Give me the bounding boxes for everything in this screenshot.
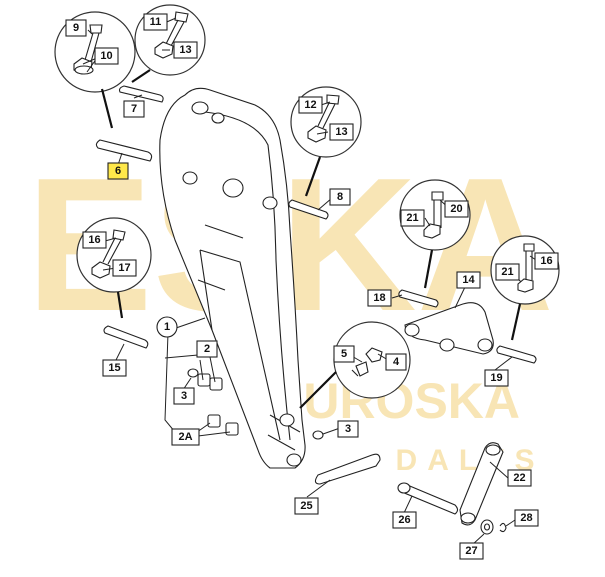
svg-text:14: 14 — [462, 274, 475, 286]
label-12: 12 — [298, 96, 323, 114]
svg-text:5: 5 — [341, 348, 347, 360]
svg-text:16: 16 — [540, 255, 552, 267]
label-2: 2 — [196, 340, 218, 358]
svg-text:19: 19 — [490, 372, 502, 384]
svg-text:13: 13 — [335, 126, 347, 138]
label-21a: 21 — [400, 209, 425, 227]
part-labels: 9 10 11 13 7 6 12 13 8 16 17 1 2 15 3 2A… — [65, 13, 559, 560]
svg-text:27: 27 — [465, 545, 477, 557]
label-19: 19 — [484, 369, 509, 387]
svg-text:25: 25 — [300, 500, 312, 512]
svg-text:9: 9 — [73, 22, 79, 34]
svg-text:15: 15 — [108, 362, 120, 374]
svg-text:21: 21 — [406, 212, 418, 224]
label-13b: 13 — [329, 123, 354, 141]
svg-text:1: 1 — [164, 321, 170, 333]
label-25: 25 — [294, 497, 319, 515]
svg-text:12: 12 — [304, 99, 316, 111]
label-14: 14 — [456, 271, 481, 289]
label-13a: 13 — [173, 41, 198, 59]
label-28: 28 — [514, 509, 539, 527]
label-1: 1 — [156, 316, 178, 338]
label-15: 15 — [102, 359, 127, 377]
svg-text:28: 28 — [520, 512, 532, 524]
label-4: 4 — [385, 353, 407, 371]
label-5: 5 — [333, 345, 355, 363]
svg-text:3: 3 — [345, 423, 351, 435]
svg-text:26: 26 — [398, 514, 410, 526]
svg-text:10: 10 — [100, 50, 112, 62]
svg-text:4: 4 — [393, 356, 400, 368]
svg-text:22: 22 — [513, 472, 525, 484]
svg-text:6: 6 — [115, 165, 121, 177]
label-10: 10 — [94, 47, 119, 65]
svg-text:13: 13 — [179, 44, 191, 56]
label-20: 20 — [444, 200, 469, 218]
svg-text:11: 11 — [150, 16, 162, 28]
svg-text:20: 20 — [450, 203, 462, 215]
label-9: 9 — [65, 19, 87, 37]
callout-bolt-16 — [76, 217, 152, 293]
svg-text:17: 17 — [118, 262, 130, 274]
label-16a: 16 — [82, 231, 107, 249]
label-22: 22 — [507, 469, 532, 487]
label-21b: 21 — [495, 263, 520, 281]
label-27: 27 — [459, 542, 484, 560]
label-3a: 3 — [173, 387, 195, 405]
label-26: 26 — [392, 511, 417, 529]
label-18: 18 — [367, 289, 392, 307]
label-11: 11 — [143, 13, 168, 31]
callout-bolt-20 — [399, 179, 471, 251]
label-7: 7 — [123, 100, 145, 118]
svg-text:21: 21 — [501, 266, 513, 278]
label-2a: 2A — [171, 428, 200, 446]
label-6: 6 — [107, 162, 129, 180]
svg-text:2A: 2A — [178, 431, 192, 443]
label-3b: 3 — [337, 420, 359, 438]
label-17: 17 — [112, 259, 137, 277]
svg-text:18: 18 — [373, 292, 385, 304]
label-16b: 16 — [534, 252, 559, 270]
svg-text:8: 8 — [337, 191, 343, 203]
label-8: 8 — [329, 188, 351, 206]
svg-text:7: 7 — [131, 103, 137, 115]
svg-text:2: 2 — [204, 343, 210, 355]
boom-arm — [159, 87, 306, 469]
svg-text:3: 3 — [181, 390, 187, 402]
svg-text:16: 16 — [88, 234, 100, 246]
